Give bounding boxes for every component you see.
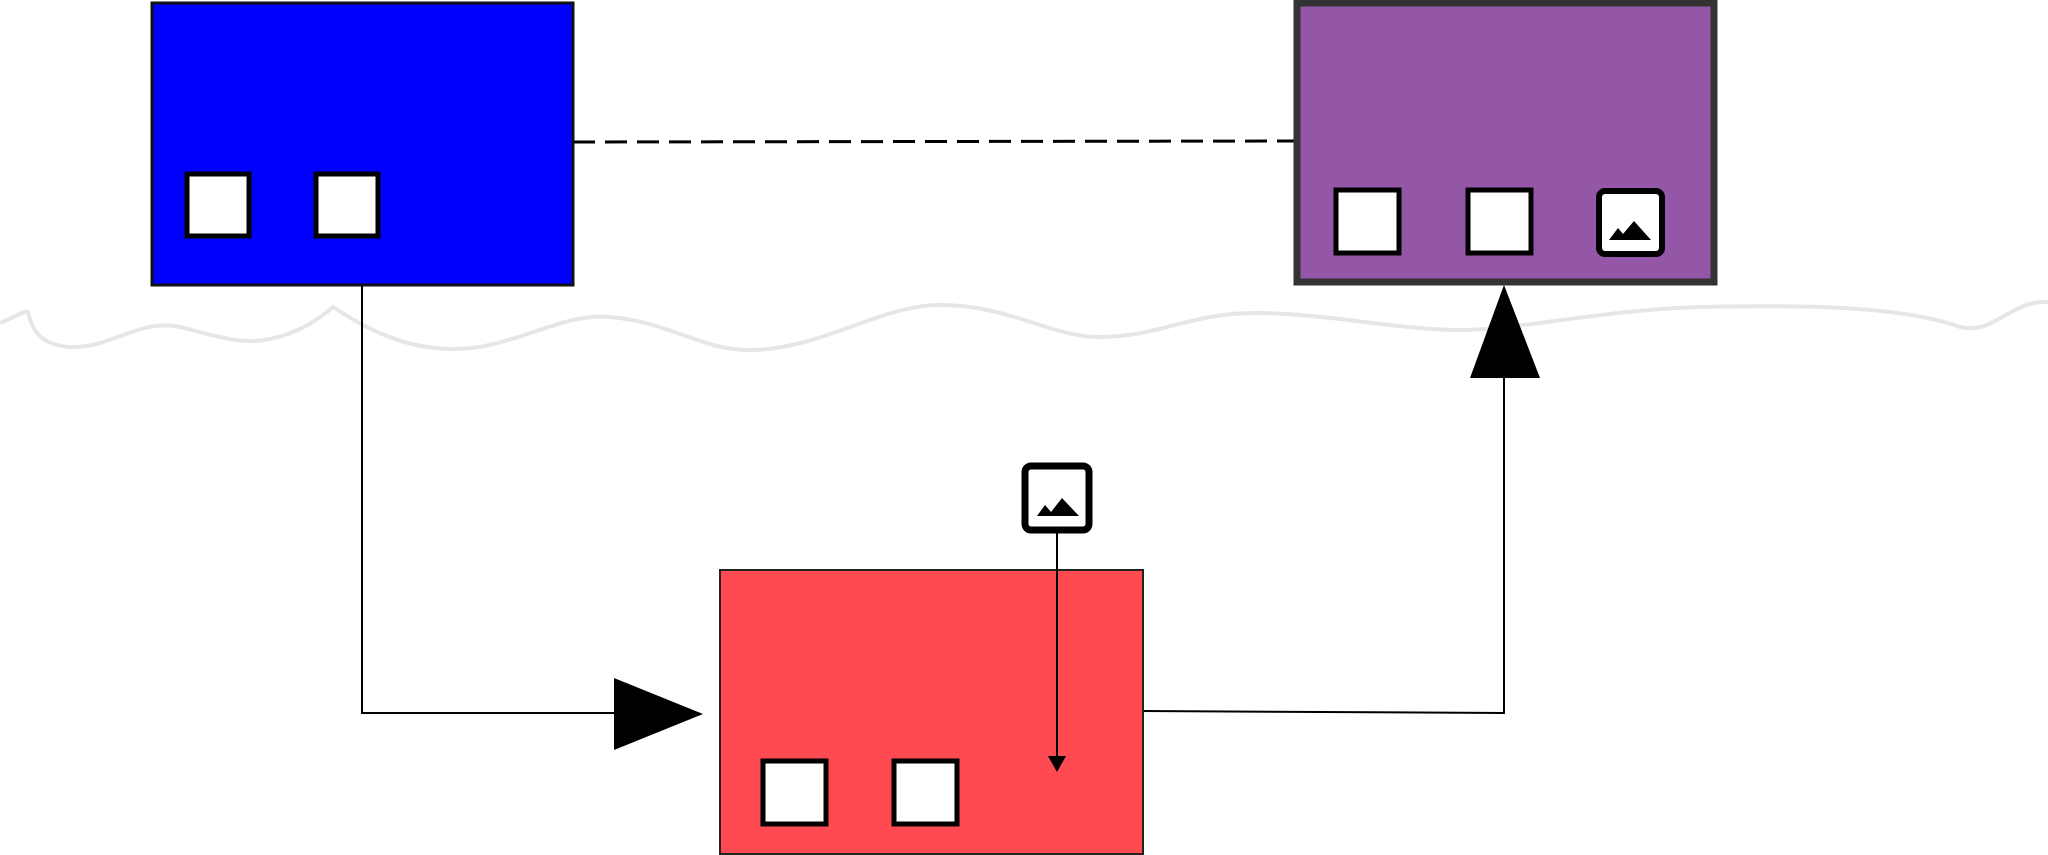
purple-box-image-slot[interactable] [1596,188,1665,257]
blue-box[interactable] [150,1,575,287]
arrowhead-down-small [1048,756,1066,772]
image-icon [1609,221,1651,240]
arrowhead-up [1470,285,1540,378]
dashed-connector [572,139,1298,144]
red-box-slot-2[interactable] [891,758,960,827]
purple-box[interactable] [1293,0,1718,286]
floating-image-node[interactable] [1021,462,1093,534]
wavy-divider-line [0,299,2048,353]
arrowhead-right [614,678,703,750]
purple-box-slot-2[interactable] [1465,187,1534,256]
connector-red-to-purple [1142,376,1505,715]
purple-box-slot-1[interactable] [1333,187,1402,256]
red-box-slot-1[interactable] [760,758,829,827]
red-box[interactable] [719,569,1144,855]
image-icon [1037,498,1079,516]
blue-box-slot-2[interactable] [313,171,381,239]
connector-blue-to-red [361,285,615,714]
blue-box-slot-1[interactable] [184,171,252,239]
